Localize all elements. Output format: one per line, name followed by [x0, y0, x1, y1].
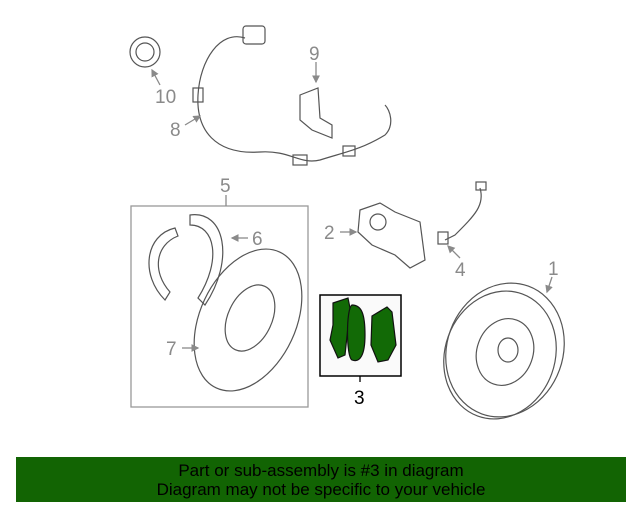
info-banner: Part or sub-assembly is #3 in diagram Di…: [16, 457, 626, 502]
part-6-brake-shoes[interactable]: [148, 214, 224, 306]
callout-4[interactable]: 4: [455, 260, 466, 281]
callout-10[interactable]: 10: [155, 87, 176, 108]
callout-9[interactable]: 9: [309, 44, 320, 65]
part-8-abs-sensor-wire[interactable]: [192, 25, 392, 166]
callout-7[interactable]: 7: [166, 339, 177, 360]
callout-2[interactable]: 2: [324, 223, 335, 244]
callout-1[interactable]: 1: [548, 259, 559, 280]
callout-5[interactable]: 5: [220, 176, 231, 197]
callout-8[interactable]: 8: [170, 120, 181, 141]
banner-line-2: Diagram may not be specific to your vehi…: [156, 480, 486, 499]
part-5-box: [130, 205, 309, 408]
callout-3[interactable]: 3: [354, 388, 365, 409]
callout-6[interactable]: 6: [252, 229, 263, 250]
part-7-backing-plate[interactable]: [173, 232, 323, 409]
part-1-brake-rotor[interactable]: [426, 266, 583, 435]
part-9-bracket[interactable]: [299, 87, 333, 139]
part-3-brake-pads[interactable]: [319, 294, 402, 377]
part-10-ring[interactable]: [129, 36, 161, 68]
part-2-caliper[interactable]: [357, 202, 426, 269]
part-4-brake-hose[interactable]: [437, 181, 487, 245]
banner-line-1: Part or sub-assembly is #3 in diagram: [178, 461, 464, 480]
